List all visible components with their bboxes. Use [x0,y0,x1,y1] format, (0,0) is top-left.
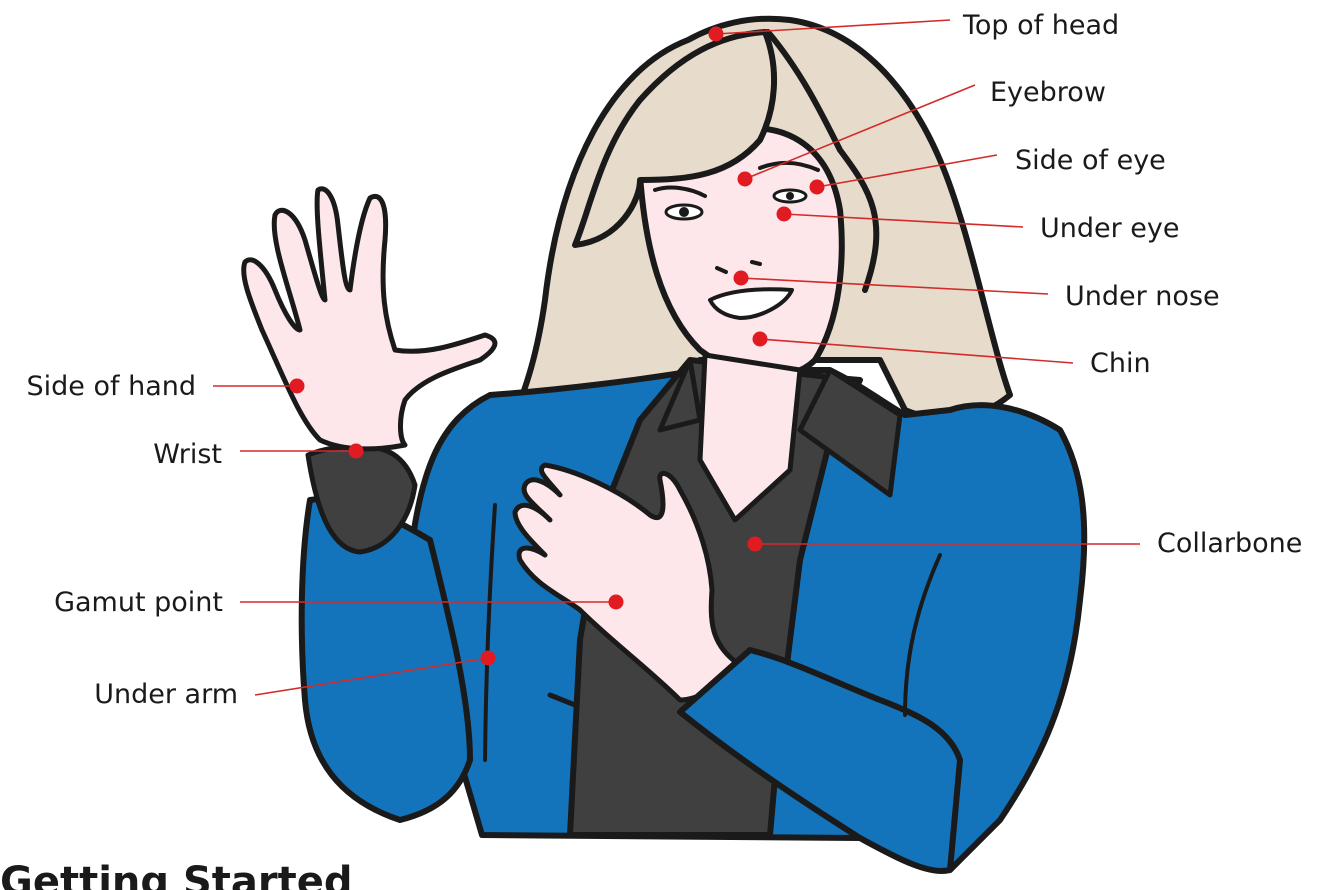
gamut-point-label: Gamut point [54,587,223,618]
wrist-label: Wrist [153,439,222,470]
eyebrow-point-marker [738,172,753,187]
side-of-hand-label: Side of hand [27,371,197,402]
chin-point-marker [753,332,768,347]
top-of-head-point-marker [709,27,724,42]
nostril-right [752,262,760,264]
under-arm-label: Under arm [94,679,238,710]
section-heading: Getting Started [0,858,352,890]
under-nose-label: Under nose [1065,281,1220,312]
wrist-point-marker [349,444,364,459]
under-nose-point-marker [734,271,749,286]
chin-label: Chin [1090,348,1151,379]
raised-hand [244,189,495,449]
collarbone-label: Collarbone [1157,528,1302,559]
left-pupil [679,207,689,217]
under-arm-point-marker [481,651,496,666]
side-of-eye-point-marker [810,180,825,195]
woman-illustration [244,19,1085,871]
collarbone-point-marker [748,537,763,552]
side-of-hand-point-marker [290,379,305,394]
eyebrow-label: Eyebrow [990,77,1106,108]
top-of-head-label: Top of head [962,10,1119,41]
gamut-point-point-marker [609,595,624,610]
side-of-eye-label: Side of eye [1015,145,1166,176]
under-eye-point-marker [777,207,792,222]
right-pupil [786,192,794,200]
under-eye-label: Under eye [1040,213,1180,244]
